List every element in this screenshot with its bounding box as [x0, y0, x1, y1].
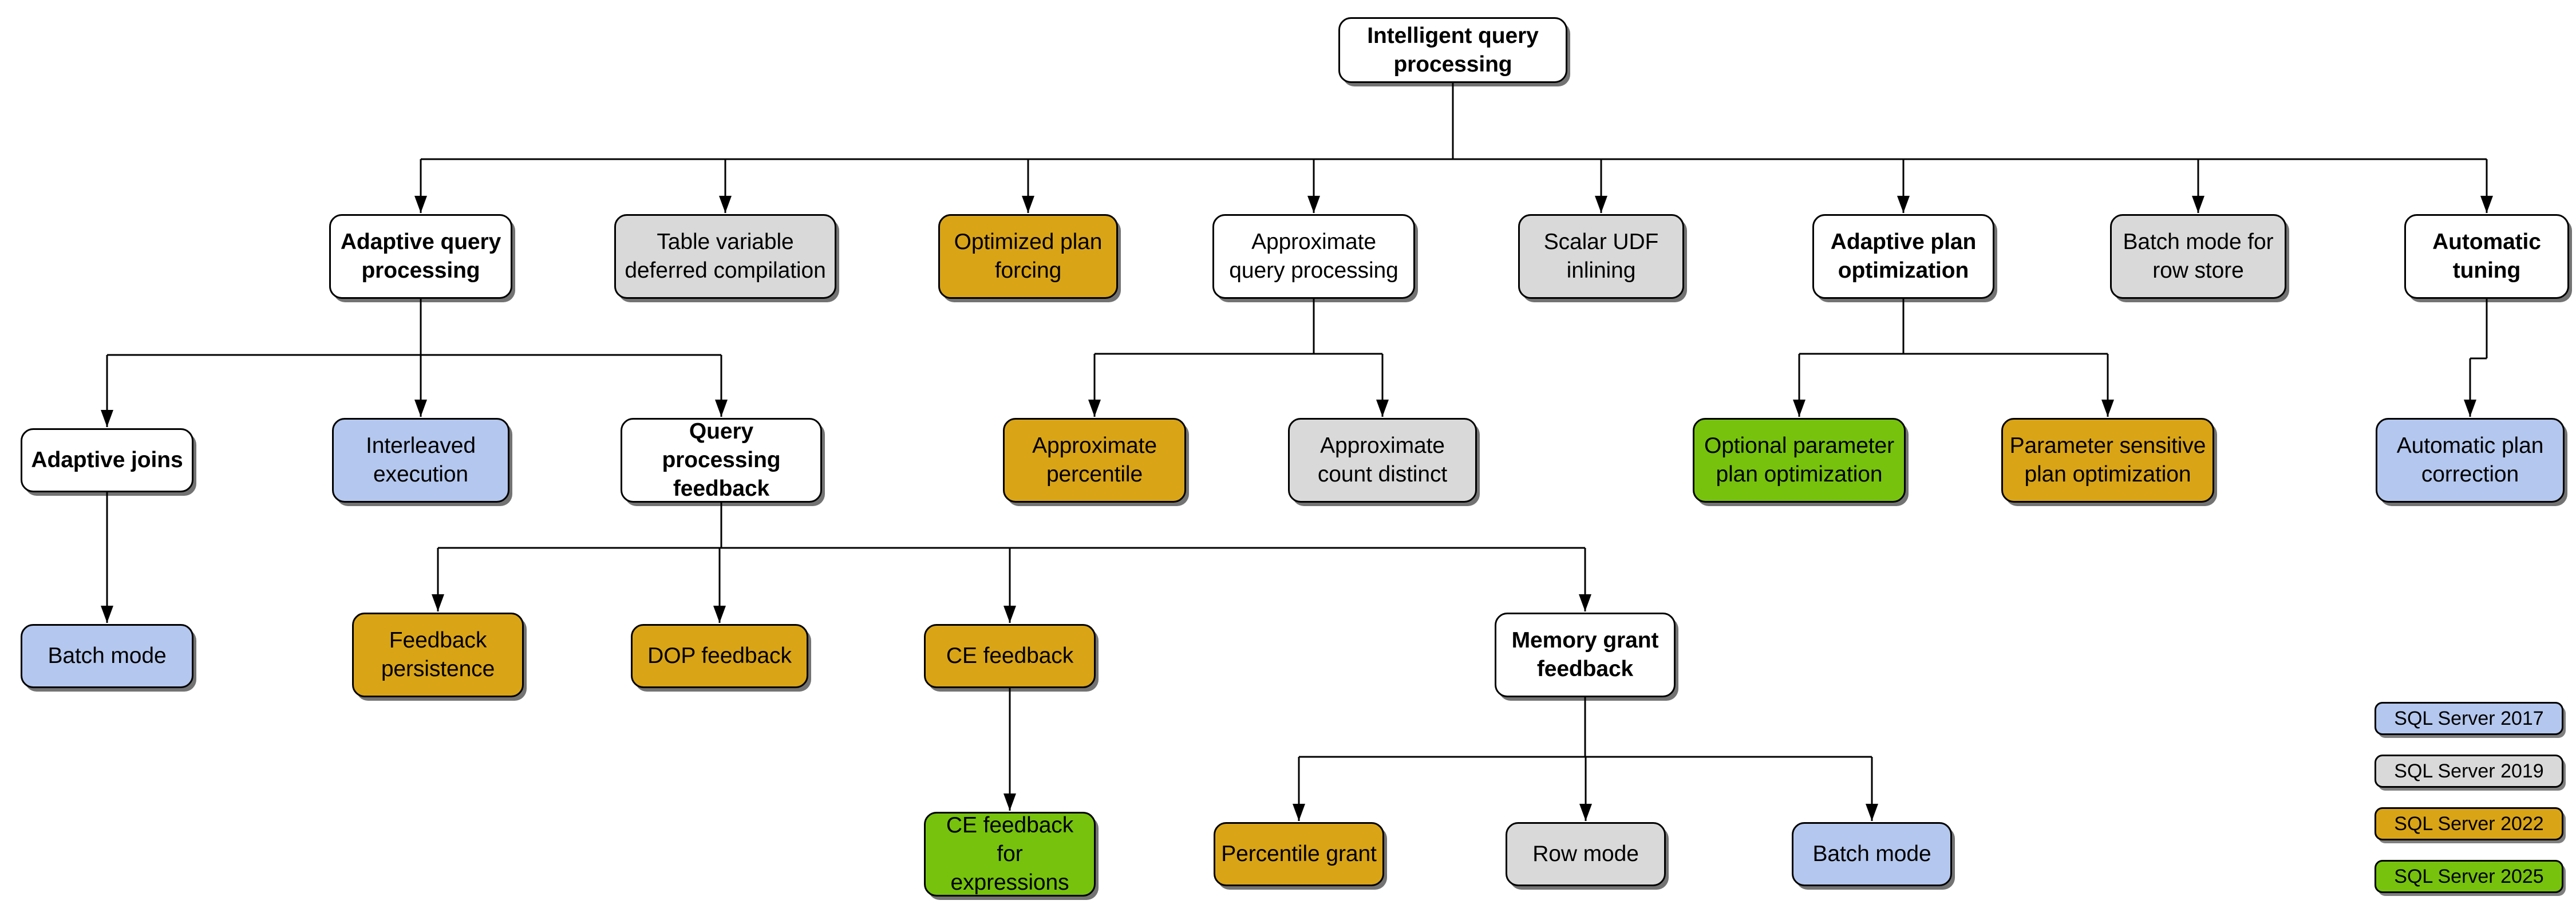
node-aqp[interactable]: Adaptive query processing: [329, 214, 512, 299]
node-label: CE feedback for expressions: [946, 813, 1074, 895]
node-cefbex[interactable]: CE feedback for expressions: [924, 812, 1096, 897]
legend-item-label: SQL Server 2025: [2394, 865, 2544, 887]
node-apq[interactable]: Approximate query processing: [1212, 214, 1415, 299]
node-label: CE feedback: [946, 643, 1074, 669]
node-qpfb[interactable]: Query processing feedback: [621, 418, 822, 503]
node-mgfb[interactable]: Memory grant feedback: [1495, 613, 1676, 697]
node-apc[interactable]: Automatic plan correction: [2376, 418, 2565, 503]
node-root[interactable]: Intelligent query processing: [1338, 17, 1567, 83]
node-sudf[interactable]: Scalar UDF inlining: [1518, 214, 1684, 299]
node-label: Adaptive plan optimization: [1830, 230, 1977, 283]
node-label: Table variable deferred compilation: [625, 230, 826, 283]
node-pspo[interactable]: Parameter sensitive plan optimization: [2001, 418, 2214, 503]
legend-item-label: SQL Server 2022: [2394, 812, 2544, 835]
node-label: Scalar UDF inlining: [1543, 230, 1659, 283]
node-label: Interleaved execution: [366, 433, 476, 487]
legend-item-sql-server-2025: SQL Server 2025: [2374, 860, 2563, 893]
node-label: Intelligent query processing: [1367, 23, 1539, 77]
node-dopfb[interactable]: DOP feedback: [631, 624, 808, 688]
node-tvdc[interactable]: Table variable deferred compilation: [614, 214, 836, 299]
node-label: Batch mode for row store: [2123, 230, 2274, 283]
node-batchmd[interactable]: Batch mode: [1792, 822, 1952, 886]
node-autotu[interactable]: Automatic tuning: [2404, 214, 2569, 299]
node-label: Adaptive query processing: [340, 230, 501, 283]
node-label: Row mode: [1532, 842, 1639, 867]
node-ilexec[interactable]: Interleaved execution: [332, 418, 509, 503]
node-fbpers[interactable]: Feedback persistence: [352, 613, 524, 697]
node-label: Optimized plan forcing: [954, 230, 1103, 283]
node-pgrant[interactable]: Percentile grant: [1214, 822, 1384, 886]
node-label: Automatic plan correction: [2396, 433, 2544, 487]
node-label: Optional parameter plan optimization: [1704, 433, 1895, 487]
node-label: Automatic tuning: [2432, 230, 2541, 283]
node-acdist[interactable]: Approximate count distinct: [1288, 418, 1477, 503]
node-rowmd[interactable]: Row mode: [1506, 822, 1666, 886]
node-label: Memory grant feedback: [1511, 628, 1659, 681]
node-bmode1[interactable]: Batch mode: [21, 624, 193, 688]
node-label: Feedback persistence: [381, 628, 495, 681]
node-label: Approximate query processing: [1229, 230, 1398, 283]
node-ajoins[interactable]: Adaptive joins: [21, 428, 193, 492]
node-label: Query processing feedback: [662, 419, 781, 501]
legend-item-label: SQL Server 2017: [2394, 707, 2544, 729]
legend-item-label: SQL Server 2019: [2394, 760, 2544, 782]
legend-item-sql-server-2022: SQL Server 2022: [2374, 807, 2563, 840]
legend-item-sql-server-2019: SQL Server 2019: [2374, 755, 2563, 788]
node-opf[interactable]: Optimized plan forcing: [938, 214, 1118, 299]
node-label: Percentile grant: [1221, 842, 1377, 867]
node-apct[interactable]: Approximate percentile: [1003, 418, 1186, 503]
node-label: Approximate percentile: [1032, 433, 1157, 487]
node-apo[interactable]: Adaptive plan optimization: [1812, 214, 1994, 299]
node-label: Parameter sensitive plan optimization: [2009, 433, 2206, 487]
node-cefb[interactable]: CE feedback: [924, 624, 1096, 688]
node-label: Adaptive joins: [31, 448, 183, 473]
node-oppo[interactable]: Optional parameter plan optimization: [1693, 418, 1906, 503]
legend-item-sql-server-2017: SQL Server 2017: [2374, 702, 2563, 735]
node-label: Approximate count distinct: [1317, 433, 1448, 487]
node-label: DOP feedback: [647, 643, 792, 669]
node-bmrs[interactable]: Batch mode for row store: [2110, 214, 2286, 299]
node-label: Batch mode: [48, 643, 167, 669]
node-label: Batch mode: [1812, 842, 1931, 867]
